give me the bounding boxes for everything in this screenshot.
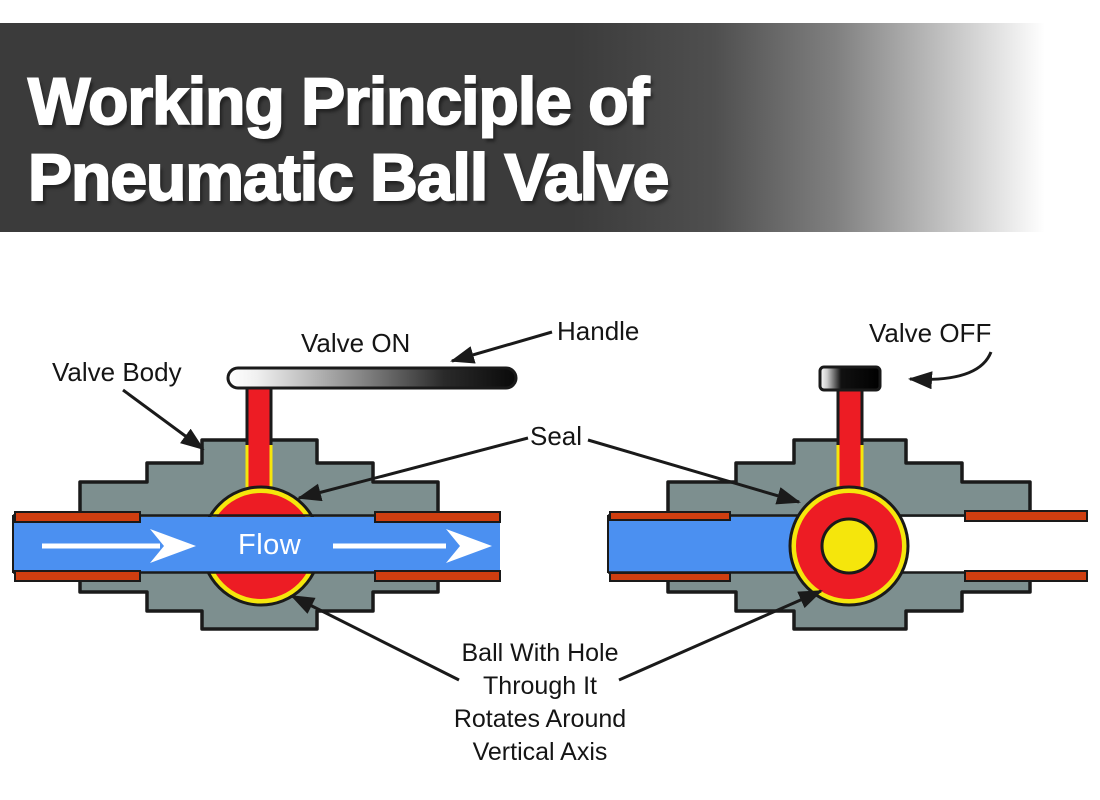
pipe-wall-left-2 xyxy=(14,570,141,582)
ball-valve-diagram xyxy=(12,330,1088,682)
flow-arrow-1 xyxy=(42,529,196,563)
valve-off-assembly xyxy=(607,365,1088,631)
pipe-wall-right-2 xyxy=(609,572,731,582)
page-title-line2: Pneumatic Ball Valve xyxy=(27,139,670,215)
pipe-wall-left-4 xyxy=(374,570,501,582)
valve-body-label: Valve Body xyxy=(52,357,182,387)
ball-note-line1: Ball With Hole xyxy=(461,639,619,667)
valve-body-arrow xyxy=(122,388,205,451)
handle-label: Handle xyxy=(557,316,640,346)
ball-note-arrow-left xyxy=(290,594,460,682)
pipe-wall-right-1 xyxy=(609,511,731,521)
pipe-wall-left-3 xyxy=(374,511,501,523)
seal-arrow-left xyxy=(297,436,529,502)
pipe-wall-left-1 xyxy=(14,511,141,523)
ball-note-arrow-right xyxy=(618,589,823,682)
seal-arrow-right xyxy=(587,438,801,505)
page-title: Working Principle of Pneumatic Ball Valv… xyxy=(27,63,670,215)
seal-label: Seal xyxy=(530,421,583,451)
handle-off xyxy=(818,365,882,392)
valve-off-label: Valve OFF xyxy=(869,318,992,348)
ball-note-line4: Vertical Axis xyxy=(472,738,608,766)
ball-note-line3: Rotates Around xyxy=(453,705,627,733)
ball-hole xyxy=(820,517,878,575)
valve-off-arrow xyxy=(908,351,993,390)
ball-note-line2: Through It xyxy=(483,672,597,700)
valve-on-assembly xyxy=(12,366,518,631)
pipe-wall-right-3 xyxy=(964,510,1088,522)
flow-arrow-2 xyxy=(333,529,492,563)
callout-arrows xyxy=(122,330,993,682)
page-title-line1: Working Principle of xyxy=(27,63,651,139)
header-banner: Working Principle of Pneumatic Ball Valv… xyxy=(0,23,1100,232)
ball-note: Ball With Hole Through It Rotates Around… xyxy=(400,637,680,769)
handle-on xyxy=(226,366,518,390)
handle-arrow xyxy=(450,330,553,364)
pipe-wall-right-4 xyxy=(964,570,1088,582)
valve-on-label: Valve ON xyxy=(301,328,411,358)
flow-label: Flow xyxy=(238,529,302,561)
